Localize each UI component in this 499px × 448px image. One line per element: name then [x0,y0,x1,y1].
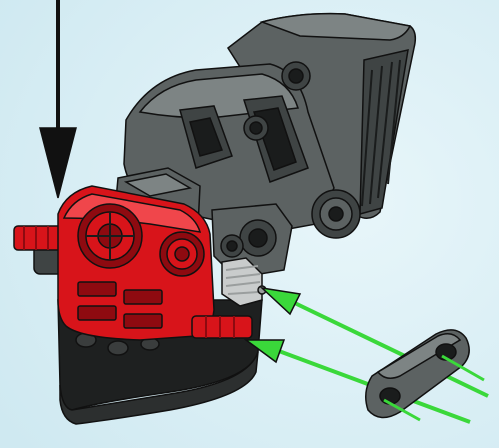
instruction-illustration [0,0,499,448]
instruction-scene [0,0,499,448]
